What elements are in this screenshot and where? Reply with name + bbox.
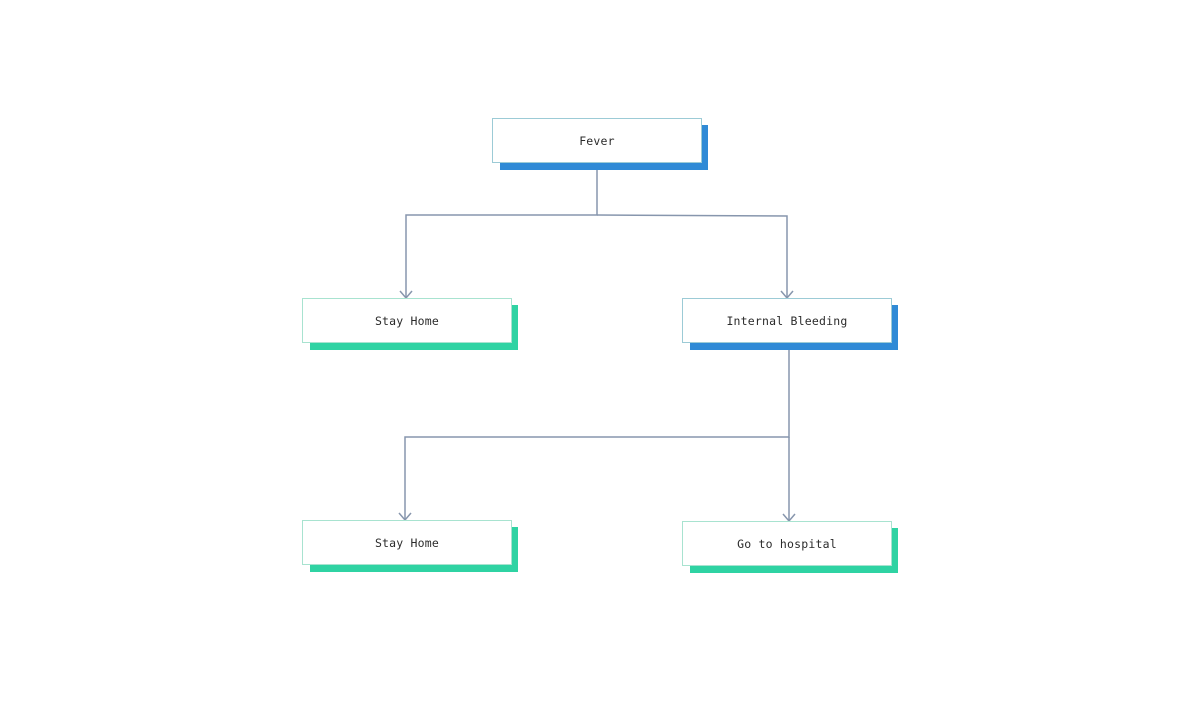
connector-root-to-left-1 (405, 162, 598, 297)
node-label: Internal Bleeding (682, 298, 892, 343)
node-label: Fever (492, 118, 702, 163)
node-label: Stay Home (302, 520, 512, 565)
node-stay-home-1[interactable]: Stay Home (302, 298, 518, 350)
connector-right-1-to-left-2 (404, 342, 790, 519)
node-label: Go to hospital (682, 521, 892, 566)
node-label: Stay Home (302, 298, 512, 343)
node-go-to-hospital[interactable]: Go to hospital (682, 521, 898, 573)
node-stay-home-2[interactable]: Stay Home (302, 520, 518, 572)
connector-root-to-right-1 (596, 214, 788, 297)
node-fever[interactable]: Fever (492, 118, 708, 170)
node-internal-bleeding[interactable]: Internal Bleeding (682, 298, 898, 350)
